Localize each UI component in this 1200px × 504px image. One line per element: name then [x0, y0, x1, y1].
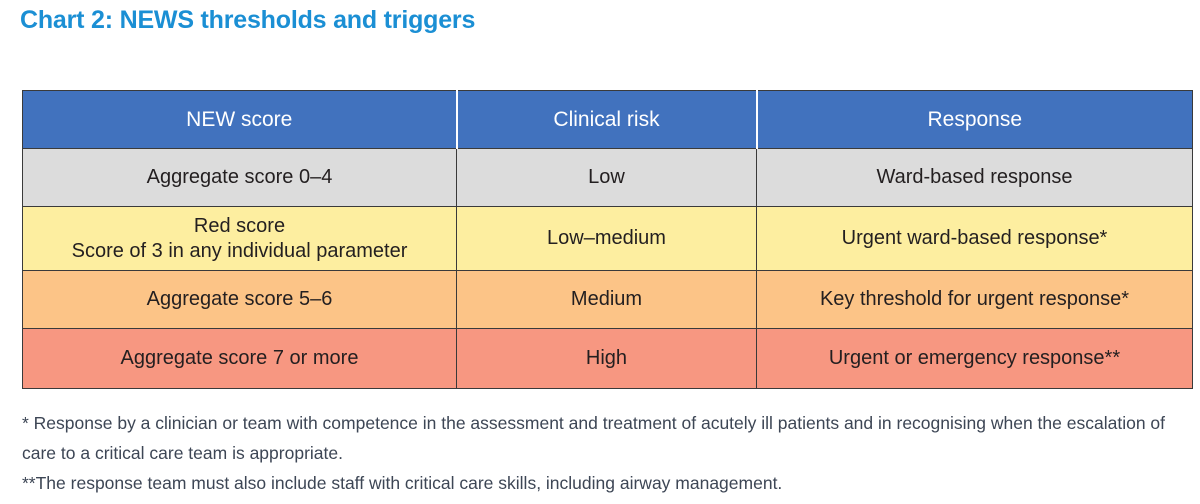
column-header-clinical-risk: Clinical risk	[455, 90, 757, 149]
footnote-single-asterisk: * Response by a clinician or team with c…	[22, 413, 1166, 464]
cell-new-score: Red score Score of 3 in any individual p…	[22, 206, 457, 271]
score-line: Aggregate score 7 or more	[120, 347, 359, 370]
footnote-double-asterisk: **The response team must also include st…	[22, 473, 783, 494]
page-title: Chart 2: NEWS thresholds and triggers	[20, 6, 476, 34]
cell-clinical-risk: Low	[456, 148, 757, 207]
score-line: Aggregate score 0–4	[146, 166, 333, 189]
table-row: Aggregate score 7 or more High Urgent or…	[22, 328, 1193, 389]
table-row: Red score Score of 3 in any individual p…	[22, 206, 1193, 271]
cell-clinical-risk: Medium	[456, 270, 757, 329]
table-header: NEW score Clinical risk Response	[22, 90, 1193, 149]
table-body: Aggregate score 0–4 Low Ward-based respo…	[22, 148, 1193, 389]
table-row: Aggregate score 0–4 Low Ward-based respo…	[22, 148, 1193, 207]
table-header-row: NEW score Clinical risk Response	[22, 90, 1193, 149]
cell-new-score: Aggregate score 0–4	[22, 148, 457, 207]
cell-new-score: Aggregate score 7 or more	[22, 328, 457, 389]
score-line: Red score	[193, 215, 286, 238]
cell-response: Key threshold for urgent response*	[756, 270, 1193, 329]
footnotes: * Response by a clinician or team with c…	[22, 408, 1182, 498]
news-thresholds-table-wrapper: NEW score Clinical risk Response Aggrega…	[22, 90, 1193, 389]
cell-response: Urgent or emergency response**	[756, 328, 1193, 389]
cell-response: Urgent ward-based response*	[756, 206, 1193, 271]
column-header-new-score: NEW score	[22, 90, 457, 149]
cell-clinical-risk: High	[456, 328, 757, 389]
score-line: Aggregate score 5–6	[146, 288, 333, 311]
news-thresholds-table: NEW score Clinical risk Response Aggrega…	[22, 90, 1193, 389]
column-header-response: Response	[755, 90, 1193, 149]
cell-clinical-risk: Low–medium	[456, 206, 757, 271]
score-line: Score of 3 in any individual parameter	[71, 239, 408, 262]
cell-response: Ward-based response	[756, 148, 1193, 207]
table-row: Aggregate score 5–6 Medium Key threshold…	[22, 270, 1193, 329]
cell-new-score: Aggregate score 5–6	[22, 270, 457, 329]
